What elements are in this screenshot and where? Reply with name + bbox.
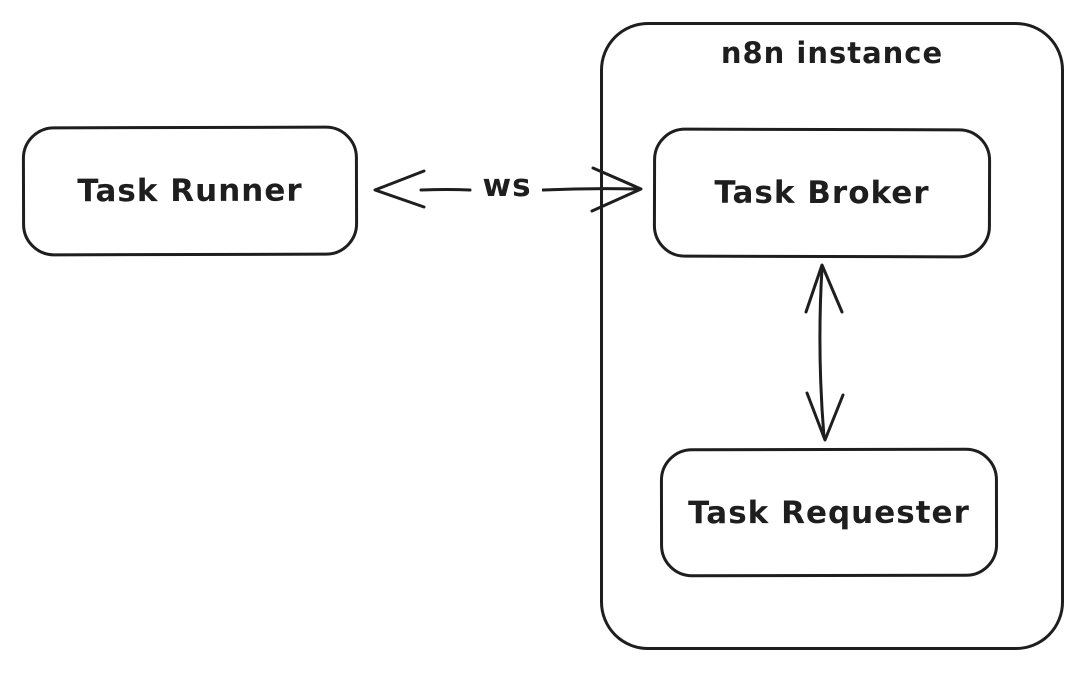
node-task-requester: Task Requester bbox=[659, 447, 999, 578]
container-n8n-instance-title: n8n instance bbox=[720, 36, 944, 70]
node-task-runner: Task Runner bbox=[21, 125, 359, 257]
node-task-requester-label: Task Requester bbox=[688, 494, 970, 531]
node-task-broker-label: Task Broker bbox=[714, 174, 930, 212]
edge-runner-broker-label: ws bbox=[472, 168, 542, 204]
node-task-broker: Task Broker bbox=[652, 127, 992, 259]
node-task-runner-label: Task Runner bbox=[77, 172, 303, 210]
